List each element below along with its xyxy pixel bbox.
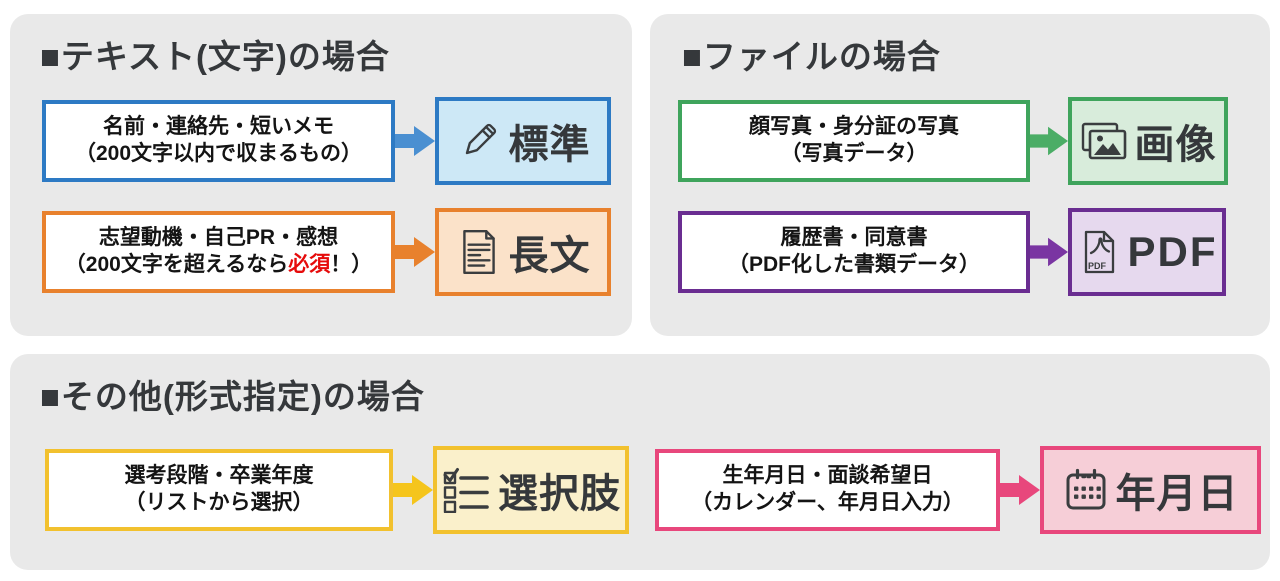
document-icon <box>462 229 495 275</box>
use-case-box: 名前・連絡先・短いメモ （200文字以内で収まるもの） <box>42 100 395 182</box>
field-type-box: 標準 <box>435 97 611 185</box>
flow-row-date: 生年月日・面談希望日 （カレンダー、年月日入力） 年月日 <box>655 446 1261 534</box>
field-type-label: PDF <box>1127 228 1218 275</box>
section-title-text: ■テキスト(文字)の場合 <box>40 38 390 75</box>
field-type-box: PDF PDF <box>1068 208 1226 296</box>
use-case-line2: （リストから選択） <box>124 491 314 514</box>
arrow-right-icon <box>1030 237 1068 267</box>
use-case-box: 顔写真・身分証の写真 （写真データ） <box>678 100 1030 182</box>
field-type-label: 年月日 <box>1115 472 1239 516</box>
field-type-box: 長文 <box>435 208 611 296</box>
use-case-line2: （PDF化した書類データ） <box>728 253 980 276</box>
use-case-line2: （200文字以内で収まるもの） <box>74 142 363 165</box>
calendar-icon <box>1066 468 1105 510</box>
section-title-other: ■その他(形式指定)の場合 <box>40 378 425 415</box>
use-case-box: 志望動機・自己PR・感想 （200文字を超えるなら必須！） <box>42 211 395 293</box>
field-type-label: 選択肢 <box>498 472 621 516</box>
field-type-box: 画像 <box>1068 97 1228 185</box>
arrow-right-icon <box>1030 126 1068 156</box>
field-type-label: 標準 <box>508 123 591 167</box>
use-case-line1: 名前・連絡先・短いメモ <box>103 115 334 139</box>
use-case-line1: 選考段階・卒業年度 <box>124 464 314 488</box>
use-case-line2-pre: （200文字を超えるなら <box>64 253 289 276</box>
use-case-line2-post: ！） <box>330 253 373 276</box>
flow-row-image: 顔写真・身分証の写真 （写真データ） 画像 <box>678 97 1228 185</box>
flow-row-standard: 名前・連絡先・短いメモ （200文字以内で収まるもの） 標準 <box>42 97 611 185</box>
flow-row-pdf: 履歴書・同意書 （PDF化した書類データ） PDF PDF <box>678 208 1226 296</box>
use-case-box: 選考段階・卒業年度 （リストから選択） <box>45 449 393 531</box>
arrow-right-icon <box>393 475 433 505</box>
use-case-line1: 志望動機・自己PR・感想 <box>98 226 339 250</box>
image-icon <box>1081 122 1126 160</box>
flow-row-longtext: 志望動機・自己PR・感想 （200文字を超えるなら必須！） 長文 <box>42 208 611 296</box>
use-case-line1: 生年月日・面談希望日 <box>722 464 933 488</box>
field-type-label: 画像 <box>1134 123 1217 167</box>
checklist-icon <box>443 468 489 513</box>
pdf-icon: PDF <box>1084 230 1114 274</box>
pencil-icon <box>465 123 496 155</box>
use-case-line1: 顔写真・身分証の写真 <box>749 115 959 139</box>
use-case-line1: 履歴書・同意書 <box>780 226 928 250</box>
use-case-line2: （写真データ） <box>780 142 928 165</box>
required-highlight: 必須 <box>288 253 331 276</box>
arrow-right-icon <box>395 237 435 267</box>
svg-text:PDF: PDF <box>1088 261 1107 271</box>
field-type-box: 年月日 <box>1040 446 1261 534</box>
use-case-line2: （200文字を超えるなら必須！） <box>65 252 372 279</box>
use-case-line2: （カレンダー、年月日入力） <box>691 491 964 514</box>
field-type-box: 選択肢 <box>433 446 629 534</box>
field-type-label: 長文 <box>508 234 591 278</box>
use-case-box: 生年月日・面談希望日 （カレンダー、年月日入力） <box>655 449 1000 531</box>
section-title-file: ■ファイルの場合 <box>682 38 941 75</box>
use-case-box: 履歴書・同意書 （PDF化した書類データ） <box>678 211 1030 293</box>
arrow-right-icon <box>395 126 435 156</box>
flow-row-choice: 選考段階・卒業年度 （リストから選択） 選択肢 <box>45 446 629 534</box>
arrow-right-icon <box>1000 475 1040 505</box>
